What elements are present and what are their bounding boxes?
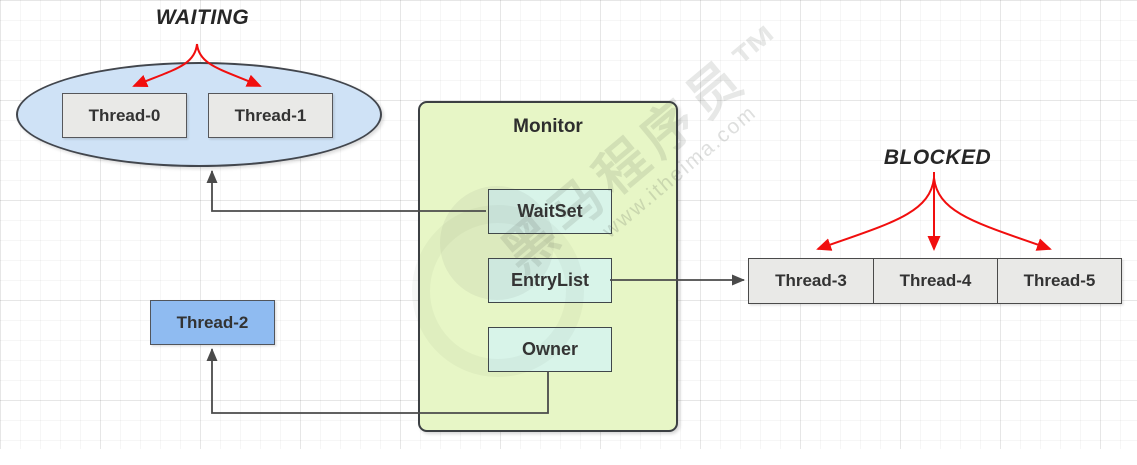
blocked-row: Thread-3 Thread-4 Thread-5 bbox=[748, 258, 1122, 304]
owner-slot: Owner bbox=[488, 327, 612, 372]
node-thread-1: Thread-1 bbox=[208, 93, 333, 138]
entrylist-slot: EntryList bbox=[488, 258, 612, 303]
monitor-title: Monitor bbox=[513, 116, 583, 137]
node-thread-2: Thread-2 bbox=[150, 300, 275, 345]
node-thread-5: Thread-5 bbox=[997, 259, 1121, 303]
node-thread-0: Thread-0 bbox=[62, 93, 187, 138]
node-thread-3: Thread-3 bbox=[775, 271, 847, 290]
monitor-container: Monitor WaitSet EntryList Owner bbox=[418, 101, 678, 432]
waitset-slot: WaitSet bbox=[488, 189, 612, 234]
node-thread-4: Thread-4 bbox=[873, 259, 997, 303]
blocked-state-title: BLOCKED bbox=[883, 146, 992, 169]
waiting-state-title: WAITING bbox=[155, 6, 250, 29]
